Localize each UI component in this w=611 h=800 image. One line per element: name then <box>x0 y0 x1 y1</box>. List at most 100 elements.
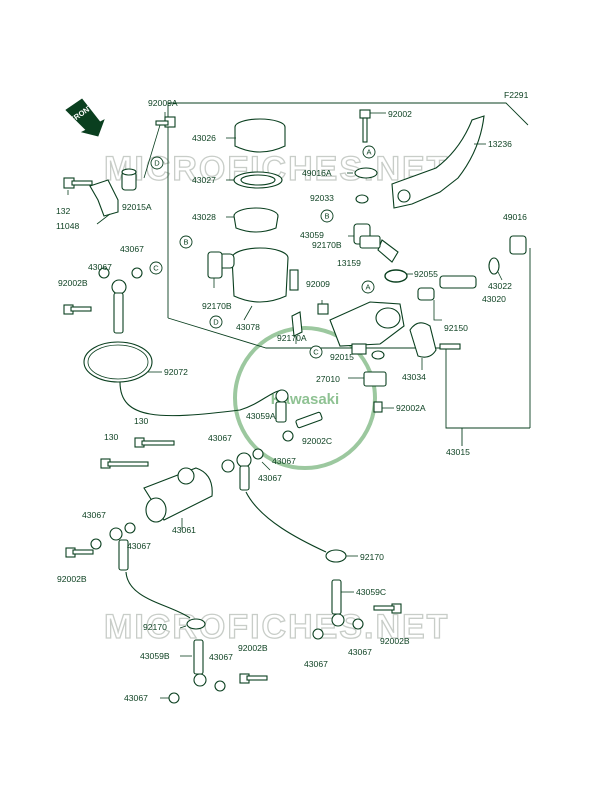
switch-27010 <box>348 371 387 387</box>
ref-a-top-label: A <box>366 148 371 157</box>
clip <box>325 549 347 563</box>
label-92170-b: 92170 <box>360 552 384 562</box>
clip-92170-right <box>325 549 358 563</box>
frame-top <box>167 102 529 318</box>
washer <box>252 448 264 460</box>
label-132: 132 <box>56 206 71 216</box>
bolt-shank <box>141 440 175 446</box>
diaphragm-43028 <box>226 207 279 233</box>
ref-b-left <box>179 235 193 249</box>
banjo-43059B <box>180 639 207 687</box>
banjo-43059C <box>331 579 354 627</box>
part-labels: 92009A 132 92015A 11048 43067 43067 9200… <box>56 98 527 703</box>
label-43067-f: 43067 <box>124 693 148 703</box>
label-92009A: 92009A <box>148 98 178 108</box>
joint-43061 <box>143 467 213 530</box>
lead <box>96 213 111 225</box>
label-49016: 49016 <box>503 212 527 222</box>
holder <box>409 322 437 358</box>
washers-bottom <box>160 673 268 704</box>
screw-92002A <box>373 401 394 413</box>
lead <box>433 300 442 321</box>
label-92072: 92072 <box>164 367 188 377</box>
lead <box>243 305 253 321</box>
front-arrow: FRONT <box>65 98 105 137</box>
washer <box>221 459 235 473</box>
cap-body <box>234 127 286 153</box>
reservoir-cap-43026 <box>226 118 286 153</box>
clip-92170B-right <box>359 235 381 249</box>
ref-c-left <box>149 261 163 275</box>
washer <box>131 267 143 279</box>
label-43067-e: 43067 <box>209 652 233 662</box>
lever-pivot <box>397 189 411 203</box>
label-27010: 27010 <box>316 374 340 384</box>
label-43067-j: 43067 <box>348 647 372 657</box>
label-13159: 13159 <box>337 258 361 268</box>
label-92055: 92055 <box>414 269 438 279</box>
cylinder-bore <box>375 307 401 329</box>
reservoir-body <box>231 257 289 303</box>
piston-assy-43020 <box>417 275 477 321</box>
holder-43034 <box>409 322 461 370</box>
bracket-11048 <box>89 179 119 225</box>
switch-body <box>363 371 387 387</box>
ref-d-bottom <box>209 315 223 329</box>
bolt-head <box>317 303 329 315</box>
label-49016A: 49016A <box>302 168 332 178</box>
lead-d <box>143 124 161 179</box>
clip <box>359 235 381 249</box>
banjo-eye <box>236 452 252 468</box>
ref-c-right-label: C <box>313 348 319 357</box>
cap <box>509 235 527 255</box>
joint-port-top <box>177 467 195 485</box>
hose-lower-left <box>125 571 191 619</box>
screw-head <box>359 109 371 119</box>
washer <box>168 692 180 704</box>
label-130-b: 130 <box>104 432 119 442</box>
circlip-92033 <box>355 194 369 204</box>
ref-a-bottom <box>361 280 375 294</box>
banjo-neck <box>239 465 250 491</box>
washer <box>214 680 226 692</box>
label-11048: 11048 <box>56 221 79 231</box>
label-92002B-d: 92002B <box>380 636 410 646</box>
label-43015: 43015 <box>446 447 470 457</box>
label-43067-i: 43067 <box>258 473 282 483</box>
washer <box>124 522 136 534</box>
label-43059C: 43059C <box>356 587 386 597</box>
label-43027: 43027 <box>192 175 216 185</box>
lever-13236 <box>391 115 486 209</box>
label-92002: 92002 <box>388 109 412 119</box>
bracket <box>89 179 119 217</box>
banjo-eye <box>109 527 123 541</box>
washer <box>98 267 110 279</box>
plate-inner <box>240 174 276 186</box>
washers-lower-left <box>90 522 136 550</box>
hose-left-upper <box>119 381 283 417</box>
label-43059: 43059 <box>300 230 324 240</box>
banjo-lower-left <box>109 527 129 571</box>
banjo-left-top <box>63 267 143 334</box>
banjo-neck <box>118 539 129 571</box>
ref-c-left-label: C <box>153 264 159 273</box>
lever <box>391 115 485 209</box>
label-43067-g: 43067 <box>272 456 296 466</box>
label-92170-a: 92170 <box>143 622 167 632</box>
label-92033: 92033 <box>310 193 334 203</box>
label-130-a: 130 <box>134 416 149 426</box>
ring-43022 <box>488 257 503 281</box>
lead <box>261 461 271 471</box>
bolts-130 <box>100 437 175 469</box>
ref-c-right <box>309 345 323 359</box>
washers-lower-middle <box>221 448 271 491</box>
banjo-hose-end <box>113 292 124 334</box>
kawasaki-seal: Kawasaki <box>233 326 377 470</box>
ref-b-right-label: B <box>324 212 329 221</box>
label-43022: 43022 <box>488 281 512 291</box>
washers-lower-right <box>312 603 402 640</box>
ref-markers: D C B D A B A C <box>149 145 376 359</box>
washer <box>352 618 364 630</box>
label-92002C: 92002C <box>302 436 332 446</box>
